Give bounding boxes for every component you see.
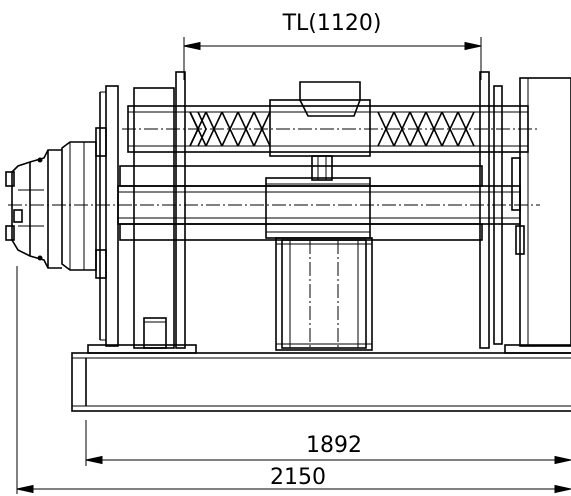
travel-length-label: TL(1120) [282, 11, 382, 36]
overall-length-label: 2150 [270, 465, 326, 490]
right-support [479, 71, 571, 349]
drum-shaft [8, 165, 540, 241]
lead-screw [122, 105, 540, 153]
traveling-nut [269, 81, 371, 181]
travel-length-dimension: TL(1120) [183, 11, 482, 80]
right-thread [377, 111, 475, 147]
left-support [133, 71, 186, 349]
overall-length-dimension: 2150 [16, 266, 571, 494]
frame-length-dimension: 1892 [85, 420, 571, 466]
drive-gearbox [5, 85, 119, 347]
frame-length-label: 1892 [306, 433, 362, 458]
guide-housing [265, 177, 371, 239]
base-frame [71, 344, 571, 412]
rope-drum [275, 237, 373, 351]
